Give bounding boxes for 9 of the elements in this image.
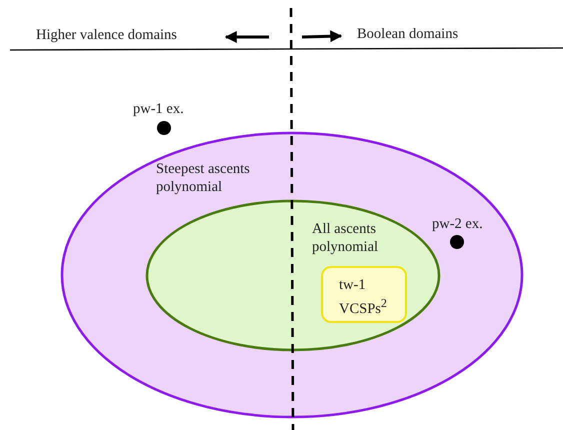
point-marker	[157, 121, 171, 135]
region-label: Higher valence domains	[36, 27, 177, 44]
set-label: All ascents polynomial	[312, 220, 380, 256]
region-label: Boolean domains	[357, 26, 458, 43]
set-label: Steepest ascents polynomial	[156, 160, 251, 196]
set-box	[321, 266, 407, 323]
set-label: tw-1 VCSPs$^{2}$	[339, 276, 388, 318]
point-label: pw-1 ex.	[133, 100, 184, 118]
point-label: pw-2 ex.	[432, 215, 483, 233]
